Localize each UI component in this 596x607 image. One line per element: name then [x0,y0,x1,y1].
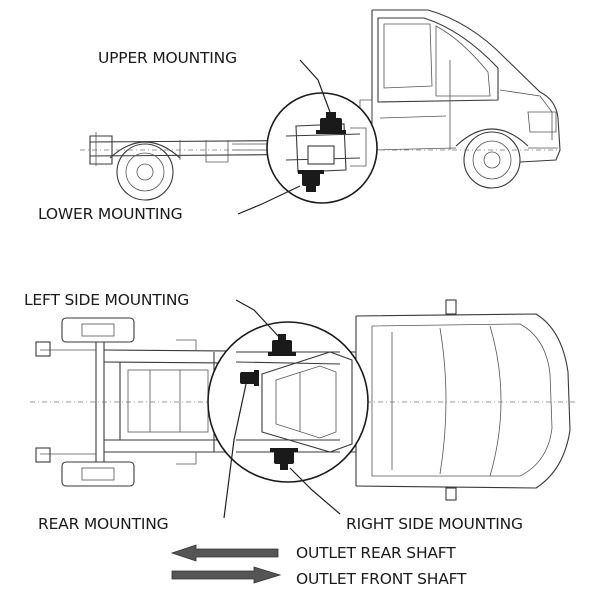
rear-mounting-label: REAR MOUNTING [38,515,168,533]
right-side-mounting-leader [289,467,341,515]
rear-mount-icon [240,370,259,386]
right-side-mount-icon [270,448,298,470]
lower-mounting-label: LOWER MOUNTING [38,205,182,223]
outlet-rear-shaft-label: OUTLET REAR SHAFT [296,544,456,562]
lower-mount-icon [298,170,324,192]
left-side-mounting-leader [235,299,281,339]
upper-mounting-leader [299,59,331,113]
left-side-mounting-label: LEFT SIDE MOUNTING [24,291,189,309]
arrow-right-icon [171,566,282,584]
upper-mount-icon [316,112,346,134]
right-side-mounting-label: RIGHT SIDE MOUNTING [346,515,523,533]
top-view-callout [207,321,369,483]
side-view-callout [266,92,378,204]
rear-mounting-leader [223,383,247,519]
lower-mounting-leader [237,185,301,215]
arrow-left-icon [170,544,279,562]
left-side-mount-icon [268,334,296,356]
upper-mounting-label: UPPER MOUNTING [98,49,237,67]
outlet-front-shaft-label: OUTLET FRONT SHAFT [296,570,467,588]
